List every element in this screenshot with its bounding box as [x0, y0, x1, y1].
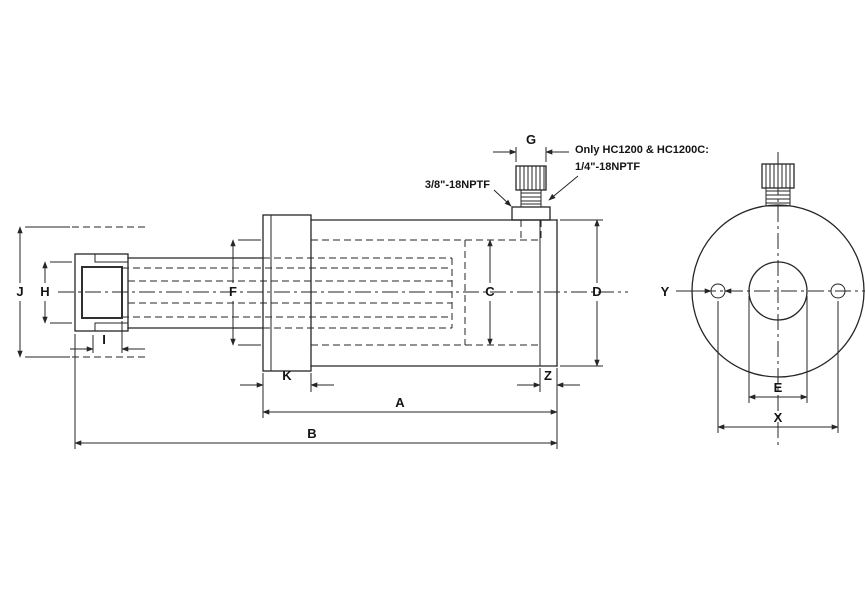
- dim-d: D: [560, 219, 603, 367]
- dim-label-c: C: [485, 284, 495, 299]
- dim-f: F: [229, 239, 261, 346]
- bolt-hole-right: [830, 283, 846, 299]
- bore-circle: [748, 261, 808, 321]
- dim-a: A: [262, 395, 558, 415]
- port-note-line2: 1/4"-18NPTF: [575, 161, 640, 173]
- gland-collar: [262, 214, 312, 372]
- thread-label: 3/8"-18NPTF: [425, 179, 490, 191]
- dim-label-d: D: [592, 284, 601, 299]
- dim-b: B: [74, 334, 558, 449]
- dim-x: X: [717, 301, 839, 433]
- dim-h: H: [40, 261, 72, 324]
- dim-e: E: [748, 296, 808, 403]
- port-fitting-side: [511, 165, 551, 221]
- dim-label-j: J: [16, 284, 23, 299]
- dim-label-e: E: [774, 380, 783, 395]
- dim-label-f: F: [229, 284, 237, 299]
- dim-label-g: G: [526, 132, 536, 147]
- dim-c: C: [485, 239, 495, 346]
- thread-hatch-side: [521, 192, 541, 205]
- dim-label-i: I: [102, 332, 106, 347]
- knurl-hatch-end: [765, 164, 791, 188]
- knurl-hatch-side: [519, 166, 545, 190]
- dimensions: J H F C D: [16, 132, 839, 449]
- dim-k: K: [240, 368, 334, 418]
- dim-label-h: H: [40, 284, 49, 299]
- dim-label-b: B: [307, 426, 316, 441]
- thread-hatch-end: [766, 190, 790, 204]
- port-fitting-end: [761, 163, 795, 207]
- dim-label-y: Y: [661, 284, 670, 299]
- dim-label-a: A: [395, 395, 405, 410]
- thread-leader-line: [493, 189, 512, 207]
- dim-label-k: K: [282, 368, 292, 383]
- note-leader-line: [548, 175, 579, 201]
- center-lines-end: [700, 152, 865, 448]
- plunger-rod: [127, 257, 264, 329]
- cylinder-body: [310, 219, 558, 367]
- side-view: [58, 165, 628, 372]
- dim-g: G: [493, 132, 569, 162]
- annotations: 3/8"-18NPTF Only HC1200 & HC1200C: 1/4"-…: [425, 144, 709, 207]
- dim-z: Z: [517, 368, 580, 449]
- hidden-lines: [72, 220, 542, 358]
- dim-label-x: X: [774, 410, 783, 425]
- dim-y: Y: [661, 284, 741, 299]
- dim-j: J: [16, 226, 70, 358]
- dim-label-z: Z: [544, 368, 552, 383]
- port-note-line1: Only HC1200 & HC1200C:: [575, 144, 709, 156]
- dim-i: I: [70, 321, 145, 353]
